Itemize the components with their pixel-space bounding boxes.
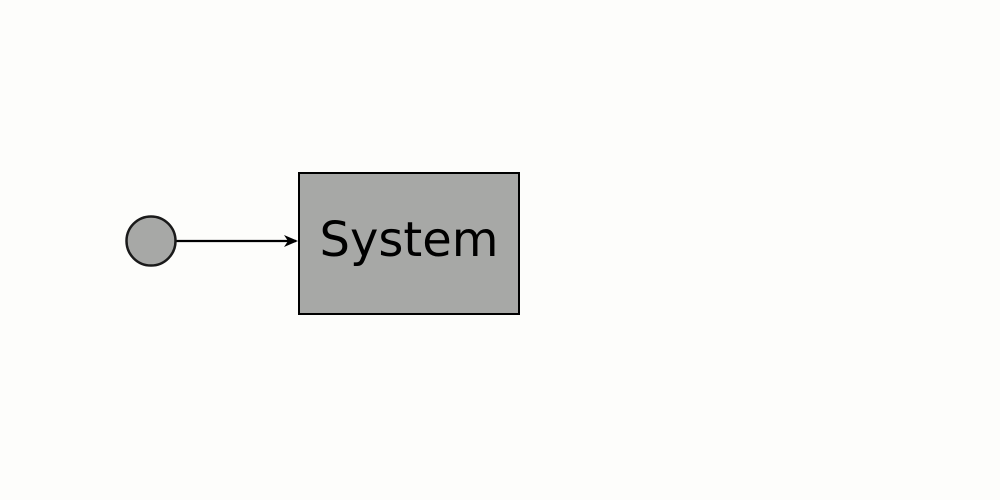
system-label: System (319, 211, 499, 268)
system-block[interactable]: System (298, 172, 520, 315)
input-port-circle[interactable] (125, 215, 177, 267)
